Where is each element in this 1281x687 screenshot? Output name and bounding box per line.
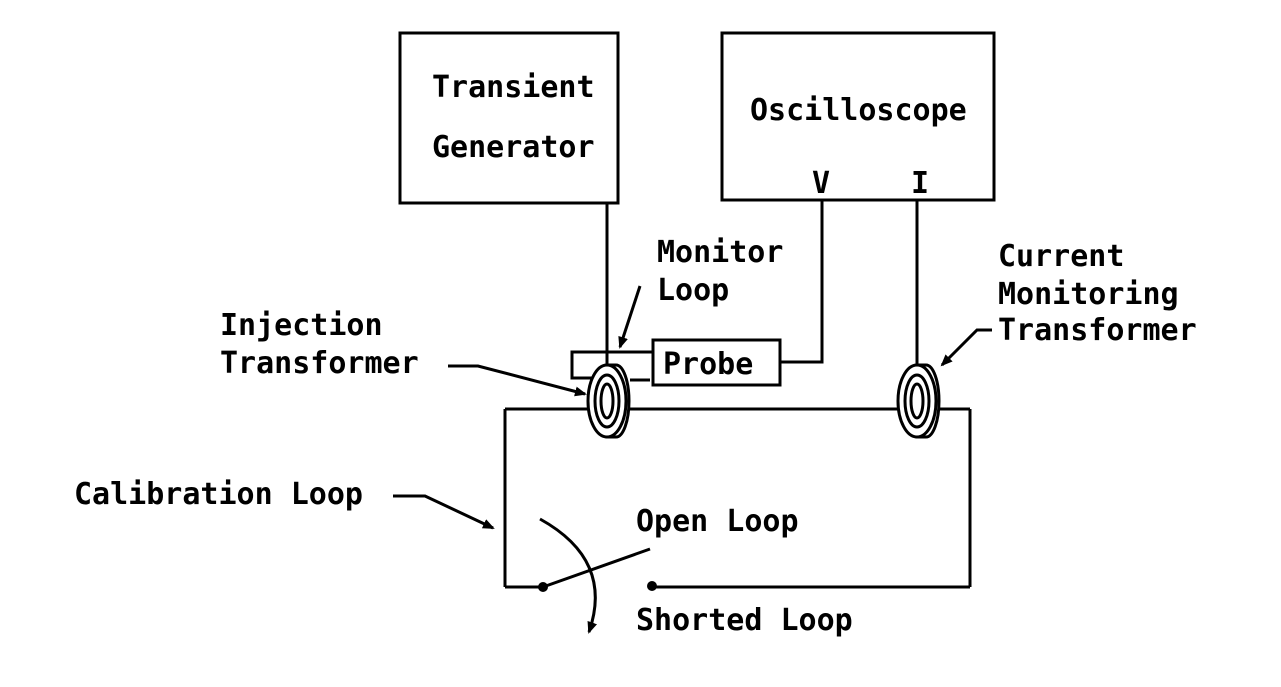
injection-transformer: [586, 363, 631, 439]
current-monitoring-transformer: [896, 363, 941, 439]
voltage-channel-label: V: [812, 166, 830, 201]
current-monitor-arrow: [940, 328, 992, 367]
monitor-loop-arrow: [618, 285, 642, 349]
injection-transformer-label-line1: Injection: [220, 308, 383, 343]
probe-label: Probe: [663, 347, 753, 382]
calibration-loop-conductor: [503, 407, 972, 589]
monitor-loop-label-line1: Monitor: [657, 235, 783, 270]
calibration-loop-label: Calibration Loop: [74, 477, 363, 512]
current-monitor-label-line2: Monitoring: [998, 277, 1179, 312]
generator-label-line1: Transient: [432, 70, 595, 105]
switch-shorted-contact: [647, 581, 657, 591]
voltage-probe-lead: [780, 200, 824, 364]
oscilloscope-label: Oscilloscope: [750, 93, 967, 128]
current-monitor-label-line1: Current: [998, 239, 1124, 274]
oscilloscope-block: Oscilloscope V I: [720, 31, 996, 202]
injection-transformer-label-line2: Transformer: [220, 346, 419, 381]
probe-block: Probe: [651, 338, 782, 387]
loop-switch: [538, 517, 657, 634]
switch-motion-arrow: [539, 517, 597, 634]
monitor-loop-label-line2: Loop: [657, 273, 729, 308]
monitor-loop-wire-left: [570, 350, 653, 380]
transient-generator-block: Transient Generator: [398, 31, 620, 205]
calibration-loop-arrow: [393, 494, 495, 530]
generator-label-line2: Generator: [432, 130, 595, 165]
shorted-loop-label: Shorted Loop: [636, 603, 853, 638]
switch-blade: [542, 547, 651, 589]
open-loop-label: Open Loop: [636, 504, 799, 539]
current-channel-label: I: [911, 166, 929, 201]
current-monitor-label-line3: Transformer: [998, 313, 1197, 348]
injection-transformer-arrow: [448, 364, 587, 397]
